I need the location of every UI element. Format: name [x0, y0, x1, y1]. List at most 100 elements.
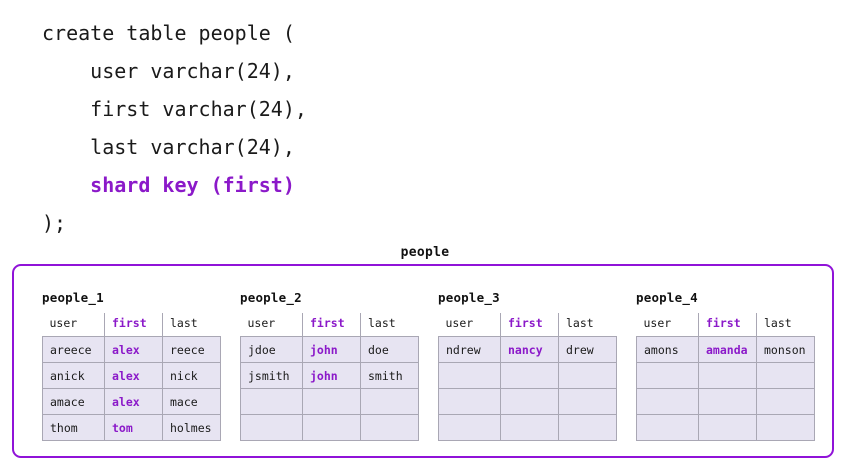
column-header-user: user — [438, 313, 501, 337]
cell-user — [438, 414, 501, 441]
cell-first: john — [302, 336, 361, 363]
cell-user: areece — [42, 336, 105, 363]
cell-last — [360, 388, 419, 415]
sql-line: last varchar(24), — [42, 135, 295, 159]
column-header-first: first — [500, 313, 559, 337]
cell-first: alex — [104, 388, 163, 415]
cell-user — [636, 388, 699, 415]
cell-last — [558, 414, 617, 441]
table-row — [636, 362, 815, 389]
cell-user — [438, 362, 501, 389]
cell-last — [558, 388, 617, 415]
cell-first: alex — [104, 362, 163, 389]
cell-last — [360, 414, 419, 441]
sql-line: shard key (first) — [42, 173, 295, 197]
cell-last: smith — [360, 362, 419, 389]
shard-label: people_3 — [438, 290, 500, 305]
table-row — [240, 414, 419, 441]
cell-first — [698, 388, 757, 415]
table-row — [438, 362, 617, 389]
sql-line: create table people ( — [42, 21, 295, 45]
cell-user — [240, 388, 303, 415]
shard-label: people_4 — [636, 290, 698, 305]
cell-first: tom — [104, 414, 163, 441]
shard-label: people_2 — [240, 290, 302, 305]
sql-line: first varchar(24), — [42, 97, 307, 121]
cell-first — [500, 388, 559, 415]
column-header-last: last — [558, 313, 617, 337]
cell-last — [756, 388, 815, 415]
cell-user: amace — [42, 388, 105, 415]
cell-first — [302, 388, 361, 415]
table-row — [438, 414, 617, 441]
table-row — [636, 414, 815, 441]
cell-user: thom — [42, 414, 105, 441]
cell-first: john — [302, 362, 361, 389]
column-header-first: first — [302, 313, 361, 337]
cell-user: jdoe — [240, 336, 303, 363]
cell-user — [240, 414, 303, 441]
cell-user: amons — [636, 336, 699, 363]
cell-last: reece — [162, 336, 221, 363]
sql-line: user varchar(24), — [42, 59, 295, 83]
cell-last: mace — [162, 388, 221, 415]
cell-user: jsmith — [240, 362, 303, 389]
cell-last: holmes — [162, 414, 221, 441]
cell-last: monson — [756, 336, 815, 363]
cell-last: nick — [162, 362, 221, 389]
column-header-first: first — [698, 313, 757, 337]
cell-user — [636, 362, 699, 389]
cell-last: drew — [558, 336, 617, 363]
cell-first — [500, 362, 559, 389]
column-header-last: last — [162, 313, 221, 337]
cell-first — [500, 414, 559, 441]
cell-first: alex — [104, 336, 163, 363]
cell-user: ndrew — [438, 336, 501, 363]
diagram-title: people — [400, 245, 450, 260]
table-row — [240, 388, 419, 415]
column-header-last: last — [756, 313, 815, 337]
table-row — [438, 388, 617, 415]
cell-last — [756, 414, 815, 441]
cell-user: anick — [42, 362, 105, 389]
cell-first — [698, 414, 757, 441]
sql-line: ); — [42, 211, 67, 235]
cell-first: amanda — [698, 336, 757, 363]
sql-code-block: create table people ( user varchar(24), … — [42, 14, 802, 242]
column-header-first: first — [104, 313, 163, 337]
cell-user — [636, 414, 699, 441]
cell-first — [302, 414, 361, 441]
column-header-user: user — [240, 313, 303, 337]
cell-last — [756, 362, 815, 389]
cell-first — [698, 362, 757, 389]
shard-label: people_1 — [42, 290, 104, 305]
column-header-user: user — [636, 313, 699, 337]
column-header-user: user — [42, 313, 105, 337]
table-row — [636, 388, 815, 415]
cell-user — [438, 388, 501, 415]
cell-first: nancy — [500, 336, 559, 363]
cell-last: doe — [360, 336, 419, 363]
column-header-last: last — [360, 313, 419, 337]
